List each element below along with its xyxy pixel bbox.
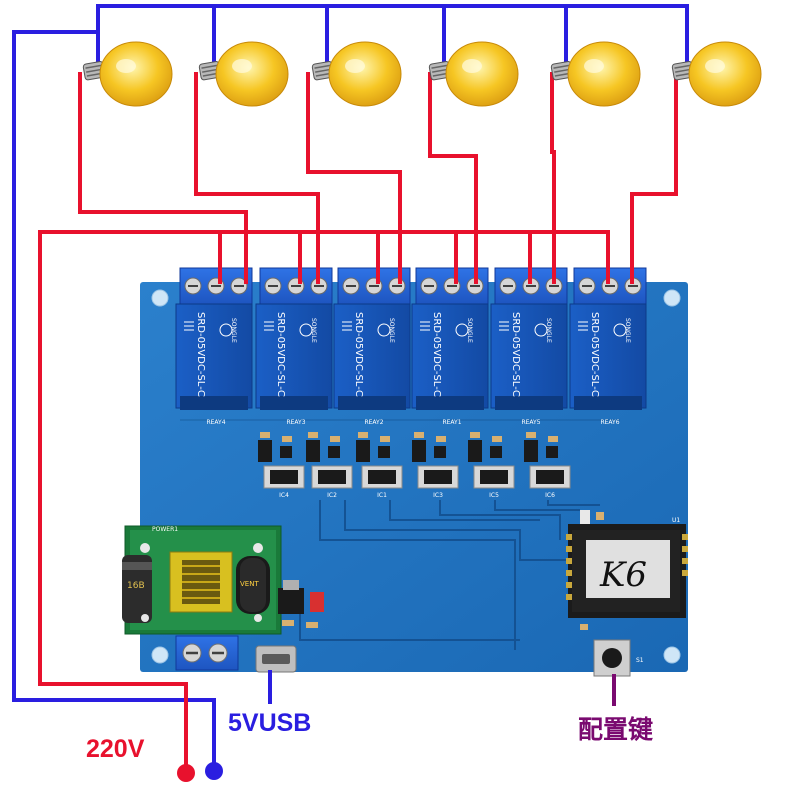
relay-part-number: SRD-05VDC-SL-C xyxy=(510,312,521,397)
wiring xyxy=(12,4,689,774)
ic-label: IC4 xyxy=(279,492,289,499)
voltage-regulator xyxy=(278,580,324,628)
relay-5: SRD-05VDC-SL-C SONGLE REAY5 xyxy=(490,267,568,426)
relay-label: REAY5 xyxy=(521,419,540,426)
mains-label: 220V xyxy=(86,735,145,763)
relay-3: SRD-05VDC-SL-C SONGLE REAY2 xyxy=(333,267,411,426)
light-bulb-icon xyxy=(311,41,402,107)
config-key-label: 配置键 xyxy=(578,715,653,744)
mains-terminals xyxy=(177,762,223,782)
button-label: S1 xyxy=(636,657,644,664)
light-bulb-icon xyxy=(82,41,173,107)
lamp-5-return-wire xyxy=(550,72,556,284)
driver-stage-1: IC4 xyxy=(258,432,305,499)
relay-brand: SONGLE xyxy=(545,318,552,343)
relay-brand: SONGLE xyxy=(230,318,237,343)
neutral-terminal-dot xyxy=(205,762,223,780)
relay-label: REAY3 xyxy=(286,419,305,426)
cap-text: VENT xyxy=(240,580,259,588)
power-module: POWER1 16B VENT xyxy=(122,525,282,635)
relay-brand: SONGLE xyxy=(310,318,317,343)
relay-brand: SONGLE xyxy=(624,318,631,343)
ic-label: IC1 xyxy=(377,492,387,499)
relay-part-number: SRD-05VDC-SL-C xyxy=(353,312,364,397)
relay-terminal-block[interactable] xyxy=(179,267,253,305)
power-input-terminal[interactable] xyxy=(175,635,239,671)
relay-1: SRD-05VDC-SL-C SONGLE REAY4 xyxy=(175,267,253,426)
power-module-label: POWER1 xyxy=(152,526,178,533)
relay-2: SRD-05VDC-SL-C SONGLE REAY3 xyxy=(255,267,333,426)
coil-text: 16B xyxy=(127,581,145,591)
driver-transistors: IC4 IC2 IC1 IC3 IC5 IC6 xyxy=(258,432,571,499)
relay-part-number: SRD-05VDC-SL-C xyxy=(589,312,600,397)
lamps xyxy=(82,41,762,107)
driver-stage-4: IC3 xyxy=(412,432,459,499)
usb-port[interactable] xyxy=(255,645,297,673)
light-bulb-icon xyxy=(671,41,762,107)
neutral-return-wire xyxy=(12,4,216,774)
relay-label: REAY2 xyxy=(364,419,383,426)
relay-label: REAY1 xyxy=(442,419,461,426)
relay-6: SRD-05VDC-SL-C SONGLE REAY6 xyxy=(569,267,647,426)
light-bulb-icon xyxy=(550,41,641,107)
relay-part-number: SRD-05VDC-SL-C xyxy=(195,312,206,397)
relay-part-number: SRD-05VDC-SL-C xyxy=(431,312,442,397)
lamp-4-return-wire xyxy=(428,72,478,284)
driver-stage-2: IC2 xyxy=(306,432,353,499)
lamp-6-return-wire xyxy=(630,72,678,284)
relay-brand: SONGLE xyxy=(388,318,395,343)
live-bus-wire xyxy=(38,230,610,774)
lamp-3-return-wire xyxy=(306,72,402,284)
config-button[interactable]: S1 xyxy=(593,639,644,677)
driver-stage-3: IC1 xyxy=(356,432,403,499)
ic-label: IC5 xyxy=(489,492,499,499)
driver-stage-6: IC6 xyxy=(524,432,571,499)
relay-label: REAY4 xyxy=(206,419,225,426)
lamp-1-return-wire xyxy=(78,72,248,284)
light-bulb-icon xyxy=(428,41,519,107)
relay-part-number: SRD-05VDC-SL-C xyxy=(275,312,286,397)
lamp-2-return-wire xyxy=(194,72,320,284)
module-label: U1 xyxy=(672,517,680,524)
wifi-module: K6 U1 xyxy=(566,510,688,630)
relay-4: SRD-05VDC-SL-C SONGLE REAY1 xyxy=(411,267,489,426)
relay-terminal-block[interactable] xyxy=(259,267,333,305)
ic-label: IC2 xyxy=(327,492,337,499)
ic-label: IC3 xyxy=(433,492,443,499)
relay-label: REAY6 xyxy=(600,419,619,426)
light-bulb-icon xyxy=(198,41,289,107)
ic-label: IC6 xyxy=(545,492,555,499)
usb-label: 5VUSB xyxy=(228,709,311,737)
module-handwriting: K6 xyxy=(599,555,647,595)
driver-stage-5: IC5 xyxy=(468,432,515,499)
live-terminal-dot xyxy=(177,764,195,782)
relay-brand: SONGLE xyxy=(466,318,473,343)
